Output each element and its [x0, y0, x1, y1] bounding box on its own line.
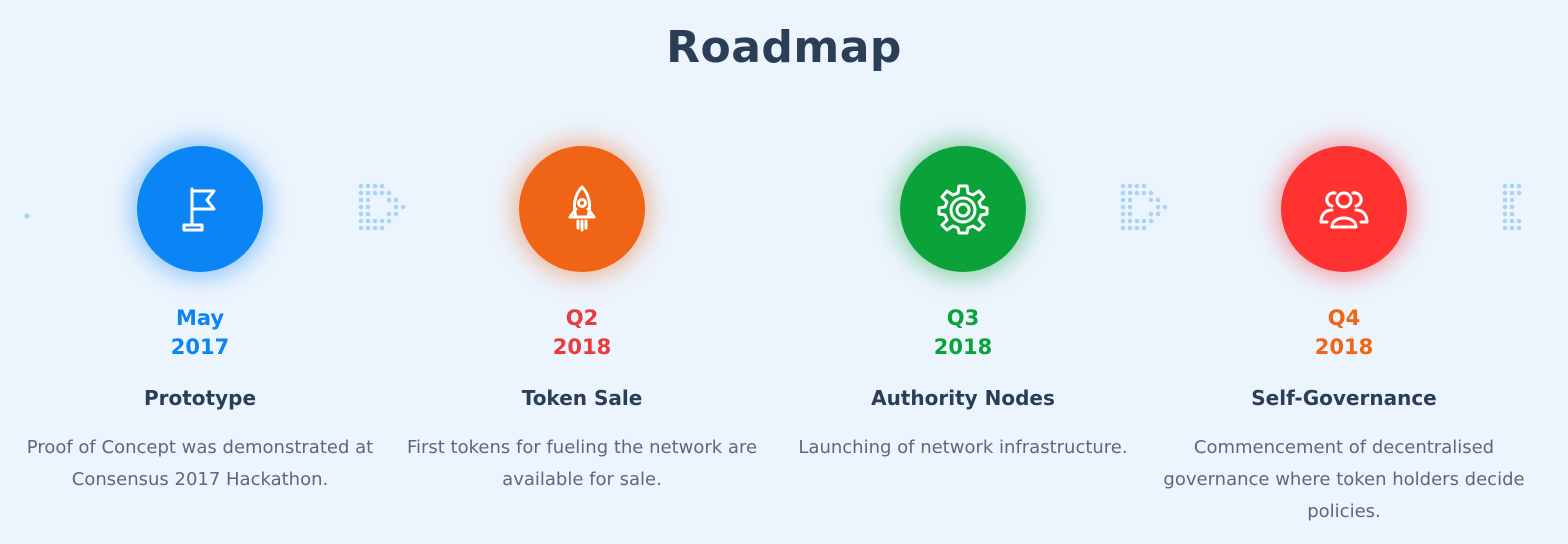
milestone-name: Token Sale [521, 386, 643, 410]
milestone-circle [900, 146, 1026, 272]
dotted-arrow-partial-icon [1502, 182, 1532, 242]
milestone-name: Prototype [143, 386, 257, 410]
milestone-name: Authority Nodes [871, 386, 1055, 410]
milestone-description: Launching of network infrastructure. [798, 437, 1128, 458]
milestone-year: 2018 [1314, 335, 1374, 359]
milestone-period: May [175, 306, 225, 330]
milestone-circle [519, 146, 645, 272]
milestone-authority-nodes: Q3 2018 Authority Nodes Launching of net… [772, 146, 1154, 464]
milestone-description: Commencement of decentralised governance… [1163, 437, 1525, 522]
milestone-year: 2018 [552, 335, 612, 359]
milestone-year: 2018 [933, 335, 993, 359]
milestone-period: Q4 [1327, 306, 1361, 330]
milestone-prototype: May 2017 Prototype Proof of Concept was … [9, 146, 391, 496]
milestone-period: Q3 [946, 306, 980, 330]
milestone-date: Q4 2018 [1153, 304, 1535, 362]
gear-icon [937, 184, 989, 235]
milestone-year: 2017 [170, 335, 230, 359]
milestone-date: Q3 2018 [772, 304, 1154, 362]
milestone-self-governance: Q4 2018 Self-Governance Commencement of … [1153, 146, 1535, 528]
milestone-date: May 2017 [9, 304, 391, 362]
milestone-description: First tokens for fueling the network are… [406, 437, 758, 490]
milestone-circle [137, 146, 263, 272]
dotted-arrow-icon [358, 182, 414, 242]
milestone-circle [1281, 146, 1407, 272]
users-icon [1319, 191, 1369, 229]
milestone-token-sale: Q2 2018 Token Sale First tokens for fuel… [391, 146, 773, 496]
milestone-name: Self-Governance [1251, 386, 1437, 410]
page-title: Roadmap [666, 22, 902, 73]
dotted-arrow-icon [1120, 182, 1176, 242]
milestone-date: Q2 2018 [391, 304, 773, 362]
decor-dot [23, 205, 31, 224]
milestone-period: Q2 [565, 306, 599, 330]
rocket-icon [568, 185, 596, 232]
milestone-description: Proof of Concept was demonstrated at Con… [26, 437, 374, 490]
flag-icon [182, 187, 216, 232]
